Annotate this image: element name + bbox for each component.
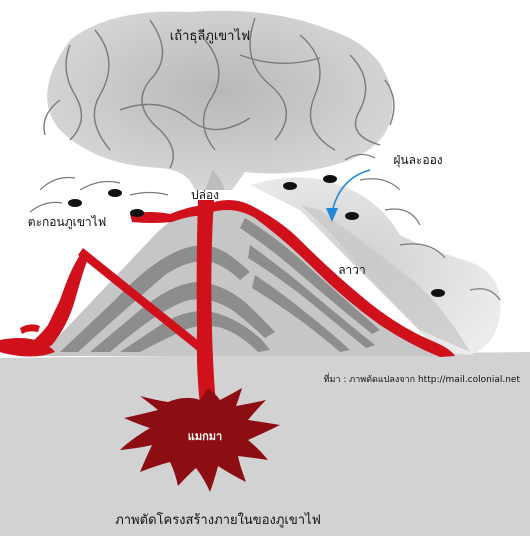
label-vent: ปล่อง xyxy=(191,188,219,202)
magma-chamber xyxy=(120,388,280,492)
ground xyxy=(0,352,530,536)
lava-dike xyxy=(78,248,205,352)
rock-strata xyxy=(60,218,380,352)
lava-flow-left xyxy=(0,205,210,357)
label-dust: ฝุ่นละออง xyxy=(393,153,442,168)
label-ash-cloud: เถ้าธุลีภูเขาไฟ xyxy=(170,28,250,44)
trajectory-lines xyxy=(29,153,501,301)
source-note: ที่มา : ภาพดัดแปลงจาก http://mail.coloni… xyxy=(324,372,521,385)
lava-flow-right xyxy=(205,200,455,357)
label-sediment: ตะกอนภูเขาไฟ xyxy=(28,215,106,230)
label-lava: ลาวา xyxy=(338,263,366,277)
volcanic-bombs xyxy=(68,175,445,297)
ash-cloud xyxy=(43,10,395,190)
figure-caption: ภาพตัดโครงสร้างภายในของภูเขาไฟ xyxy=(115,512,321,528)
vent-conduit xyxy=(196,200,216,405)
dust-arrow xyxy=(326,169,371,222)
label-magma: แมกมา xyxy=(188,430,222,443)
